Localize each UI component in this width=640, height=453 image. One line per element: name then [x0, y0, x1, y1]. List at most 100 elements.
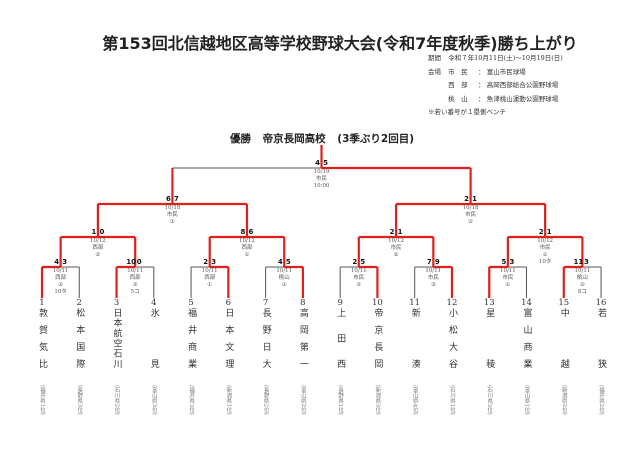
score-right: 0: [99, 228, 105, 236]
score-right: 6: [248, 228, 254, 236]
period-value: 令和７年10月11日(土)～10月19日(日): [448, 54, 563, 62]
score-left: 2: [352, 258, 358, 266]
match-field: ①: [281, 282, 287, 288]
page-title: 第153回北信越地区高等学校野球大会(令和7年度秋季)勝ち上がり: [102, 34, 578, 53]
venue-row-2: 西 部 ： 高岡西部総合公園野球場: [428, 79, 563, 93]
match-venue: 西部: [241, 245, 253, 251]
team-seed-number: 6: [225, 298, 232, 308]
period-label: 期間: [428, 54, 441, 62]
venue-short: 桃 山: [448, 94, 468, 103]
score-right: 1: [472, 195, 478, 203]
score-left: 4: [54, 258, 60, 266]
match-field: ②: [58, 282, 64, 288]
team-prefecture-rank: (富山県2位): [299, 385, 306, 415]
match-venue: 市民: [353, 275, 365, 281]
venue-sep: ：: [478, 81, 485, 89]
match-date: 10/19: [313, 169, 330, 175]
team-prefecture-rank: (富山県3位): [150, 385, 157, 415]
match-field: ②: [95, 252, 101, 258]
match-date: 10/11: [201, 268, 218, 274]
team-seed-number: 8: [300, 298, 306, 308]
venue-sep: ：: [478, 94, 485, 103]
match-date: 10/18: [164, 205, 181, 211]
team-seed-number: 16: [595, 298, 607, 308]
team-seed-number: 13: [483, 298, 495, 308]
venue-label: 会場: [428, 67, 441, 76]
score-right: 5: [323, 159, 328, 167]
team-prefecture-rank: (長野県3位): [76, 385, 83, 415]
team-seed-number: 3: [113, 298, 120, 308]
team-name: 富山商業: [521, 308, 532, 368]
period-row: 期間 令和７年10月11日(土)～10月19日(日): [428, 52, 563, 66]
champion-team: 帝京長岡高校: [262, 133, 326, 145]
score-left: 2: [203, 258, 209, 266]
venue-name: 高岡西部総合公園野球場: [486, 81, 559, 89]
team-name: 上田西: [335, 308, 346, 368]
score-left: 8: [240, 228, 246, 236]
team-name: 長野日大: [260, 308, 271, 368]
score-right: 3: [583, 258, 589, 266]
team-prefecture-rank: (石川県1位): [448, 385, 455, 415]
match-venue: 桃山: [278, 275, 290, 281]
venue-sep: ：: [478, 67, 485, 76]
team-seed-number: 12: [446, 298, 458, 308]
match-field: ③: [430, 282, 436, 288]
match-date: 10/12: [89, 238, 106, 244]
match-field: ②: [356, 282, 362, 288]
team-name: 敦賀気比: [37, 308, 47, 368]
match-date: 10/11: [574, 268, 591, 274]
venue-row-3: 桃 山 ： 魚津桃山運動公園野球場: [428, 93, 563, 107]
match-venue: 市民: [465, 212, 477, 218]
match-date: 10/12: [239, 238, 255, 244]
team-name: 中越: [558, 308, 569, 368]
venue-short: 市 民: [448, 67, 468, 76]
match-note: 8コ: [577, 289, 587, 295]
score-right: 5: [360, 258, 366, 266]
team-seed-number: 7: [262, 298, 269, 308]
team-name: 日本文理: [223, 308, 234, 368]
team-seed-number: 2: [76, 298, 82, 308]
match-date: 10/11: [52, 268, 69, 274]
match-field: ①: [169, 219, 175, 225]
match-venue: 西部: [204, 275, 216, 281]
match-date: 10/11: [276, 268, 293, 274]
team-seed-number: 4: [151, 298, 157, 308]
match-venue: 市民: [539, 245, 551, 251]
team-prefecture-rank: (長野県2位): [262, 385, 269, 415]
match-date: 10/12: [537, 238, 554, 244]
team-seed-number: 14: [521, 298, 532, 308]
match-field: ①: [207, 282, 213, 288]
match-field: ①: [244, 252, 250, 258]
team-prefecture-rank: (富山県4位): [411, 385, 418, 415]
match-field: ②: [579, 282, 585, 288]
team-seed-number: 1: [39, 298, 45, 308]
team-prefecture-rank: (新潟県3位): [374, 385, 381, 415]
score-right: 0: [136, 258, 142, 266]
venue-name: 富山市民球場: [486, 67, 526, 76]
team-name: 松本国際: [74, 308, 85, 368]
team-prefecture-rank: (新潟県1位): [225, 385, 232, 415]
match-venue: 西部: [55, 275, 67, 281]
score-right: 9: [434, 258, 440, 266]
score-right: 3: [509, 258, 515, 266]
team-name: 日本航空石川: [111, 308, 122, 368]
team-prefecture-rank: (富山県1位): [523, 385, 530, 415]
venue-row-1: 会場 市 民 ： 富山市民球場: [428, 66, 563, 80]
score-left: 2: [538, 228, 544, 236]
team-seed-number: 9: [337, 298, 343, 308]
team-prefecture-rank: (石川県2位): [113, 385, 120, 415]
score-left: 6: [166, 195, 171, 203]
team-prefecture-rank: (石川県3位): [486, 385, 493, 415]
venue-short: 西 部: [448, 81, 468, 89]
score-right: 3: [211, 258, 217, 266]
match-field: 10:00: [313, 183, 330, 189]
match-venue: 西部: [129, 275, 141, 281]
team-prefecture-rank: (福井県1位): [39, 385, 45, 415]
score-right: 3: [62, 258, 68, 266]
team-prefecture-rank: (福井県2位): [598, 385, 605, 415]
match-date: 10/18: [462, 205, 479, 211]
champion-detail: (3季ぶり2回目): [337, 133, 415, 145]
team-prefecture-rank: (長野県1位): [337, 385, 344, 415]
